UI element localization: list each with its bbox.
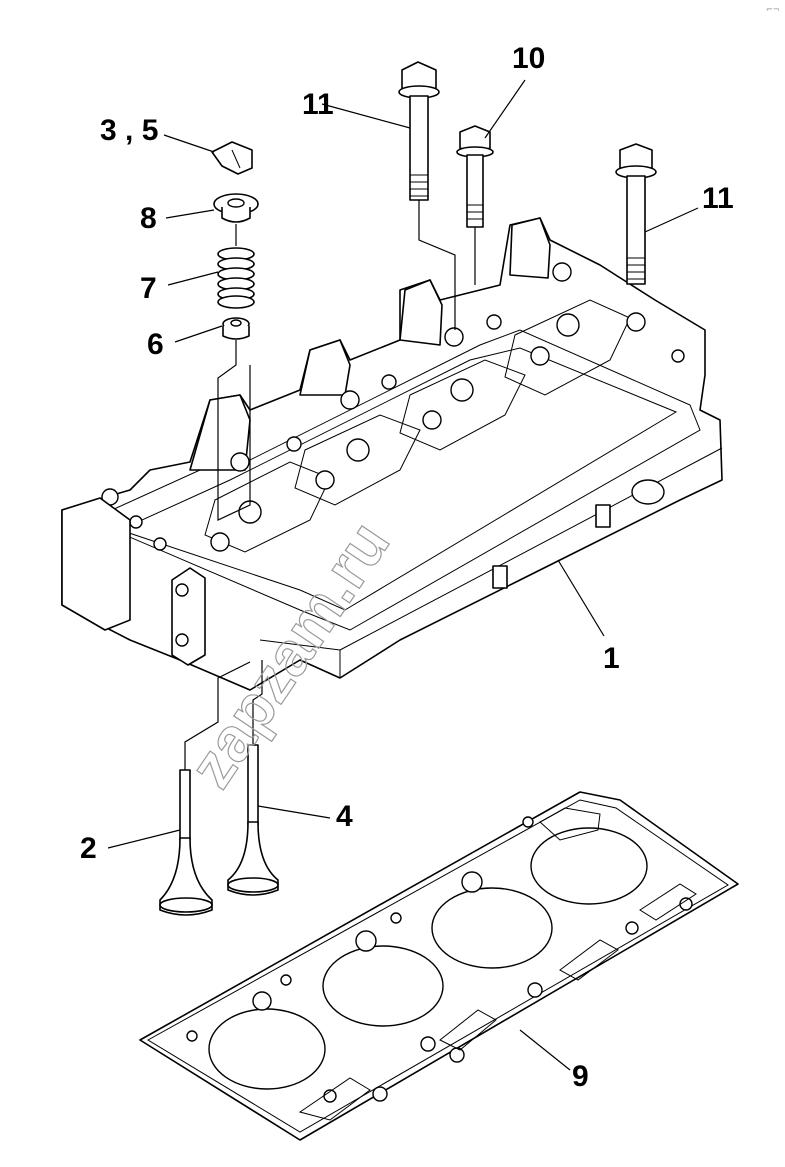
head-bolt-short [456, 125, 494, 228]
cylinder-head-gasket [139, 791, 739, 1141]
valve-keeper [211, 141, 253, 175]
callout-11-right: 11 [702, 182, 734, 215]
callout-9: 9 [572, 1060, 589, 1093]
valve-guide-line [252, 660, 263, 745]
callout-8: 8 [140, 202, 157, 235]
callout-4: 4 [336, 800, 353, 833]
head-bolt-long-left [398, 61, 440, 201]
valve-guide-line [217, 340, 251, 521]
valve-guide-line [184, 661, 251, 770]
spring-retainer [213, 193, 259, 223]
callout-7: 7 [140, 272, 157, 305]
intake-valve [159, 769, 213, 916]
valve-stem-seal [222, 317, 250, 340]
callout-3-5: 3 , 5 [100, 114, 158, 147]
cylinder-head [61, 217, 723, 691]
callout-2: 2 [80, 832, 97, 865]
leader-lines [107, 79, 699, 1071]
head-bolt-long-right [615, 143, 657, 285]
callout-6: 6 [147, 328, 164, 361]
callout-1: 1 [603, 642, 620, 675]
callout-10: 10 [512, 42, 545, 75]
valve-spring [217, 247, 255, 309]
exhaust-valve [227, 744, 279, 896]
corner-mark: ⌐¬ [766, 5, 779, 14]
callout-11-left: 11 [302, 88, 334, 121]
bolt-guide-line [418, 200, 456, 330]
